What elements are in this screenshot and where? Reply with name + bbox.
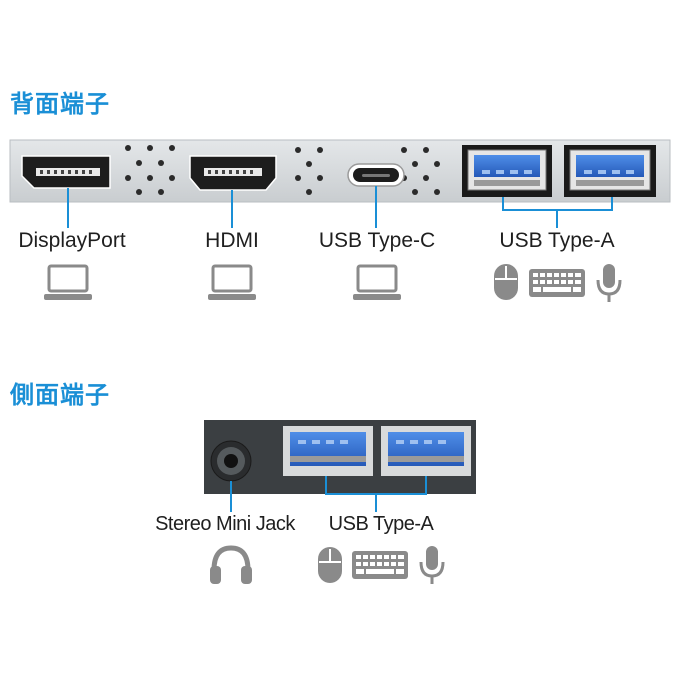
- laptop-icon: [44, 264, 92, 300]
- microphone-icon: [419, 546, 445, 584]
- label-stereo-mini-jack: Stereo Mini Jack: [155, 513, 295, 535]
- laptop-icon: [208, 264, 256, 300]
- side-heading: 側面端子: [10, 381, 110, 409]
- microphone-icon: [596, 264, 622, 302]
- hdmi-connector: [189, 155, 277, 191]
- rear-heading: 背面端子: [10, 90, 110, 118]
- label-hdmi: HDMI: [205, 229, 259, 252]
- label-usb-type-a-rear: USB Type-A: [499, 229, 615, 252]
- mouse-icon: [318, 547, 342, 583]
- keyboard-icon: [352, 551, 408, 579]
- rear-usb-a-connectors: [462, 145, 656, 197]
- side-usb-a-connectors: [283, 426, 471, 476]
- mouse-icon: [494, 264, 518, 300]
- laptop-icon: [353, 264, 401, 300]
- displayport-connector: [21, 155, 111, 189]
- label-displayport: DisplayPort: [18, 229, 126, 252]
- label-usb-type-c: USB Type-C: [318, 229, 436, 252]
- headphones-icon: [210, 545, 252, 584]
- usb-c-connector: [347, 163, 405, 187]
- label-usb-type-a-side: USB Type-A: [328, 513, 434, 535]
- keyboard-icon: [529, 269, 585, 297]
- stereo-jack-connector: [210, 440, 252, 482]
